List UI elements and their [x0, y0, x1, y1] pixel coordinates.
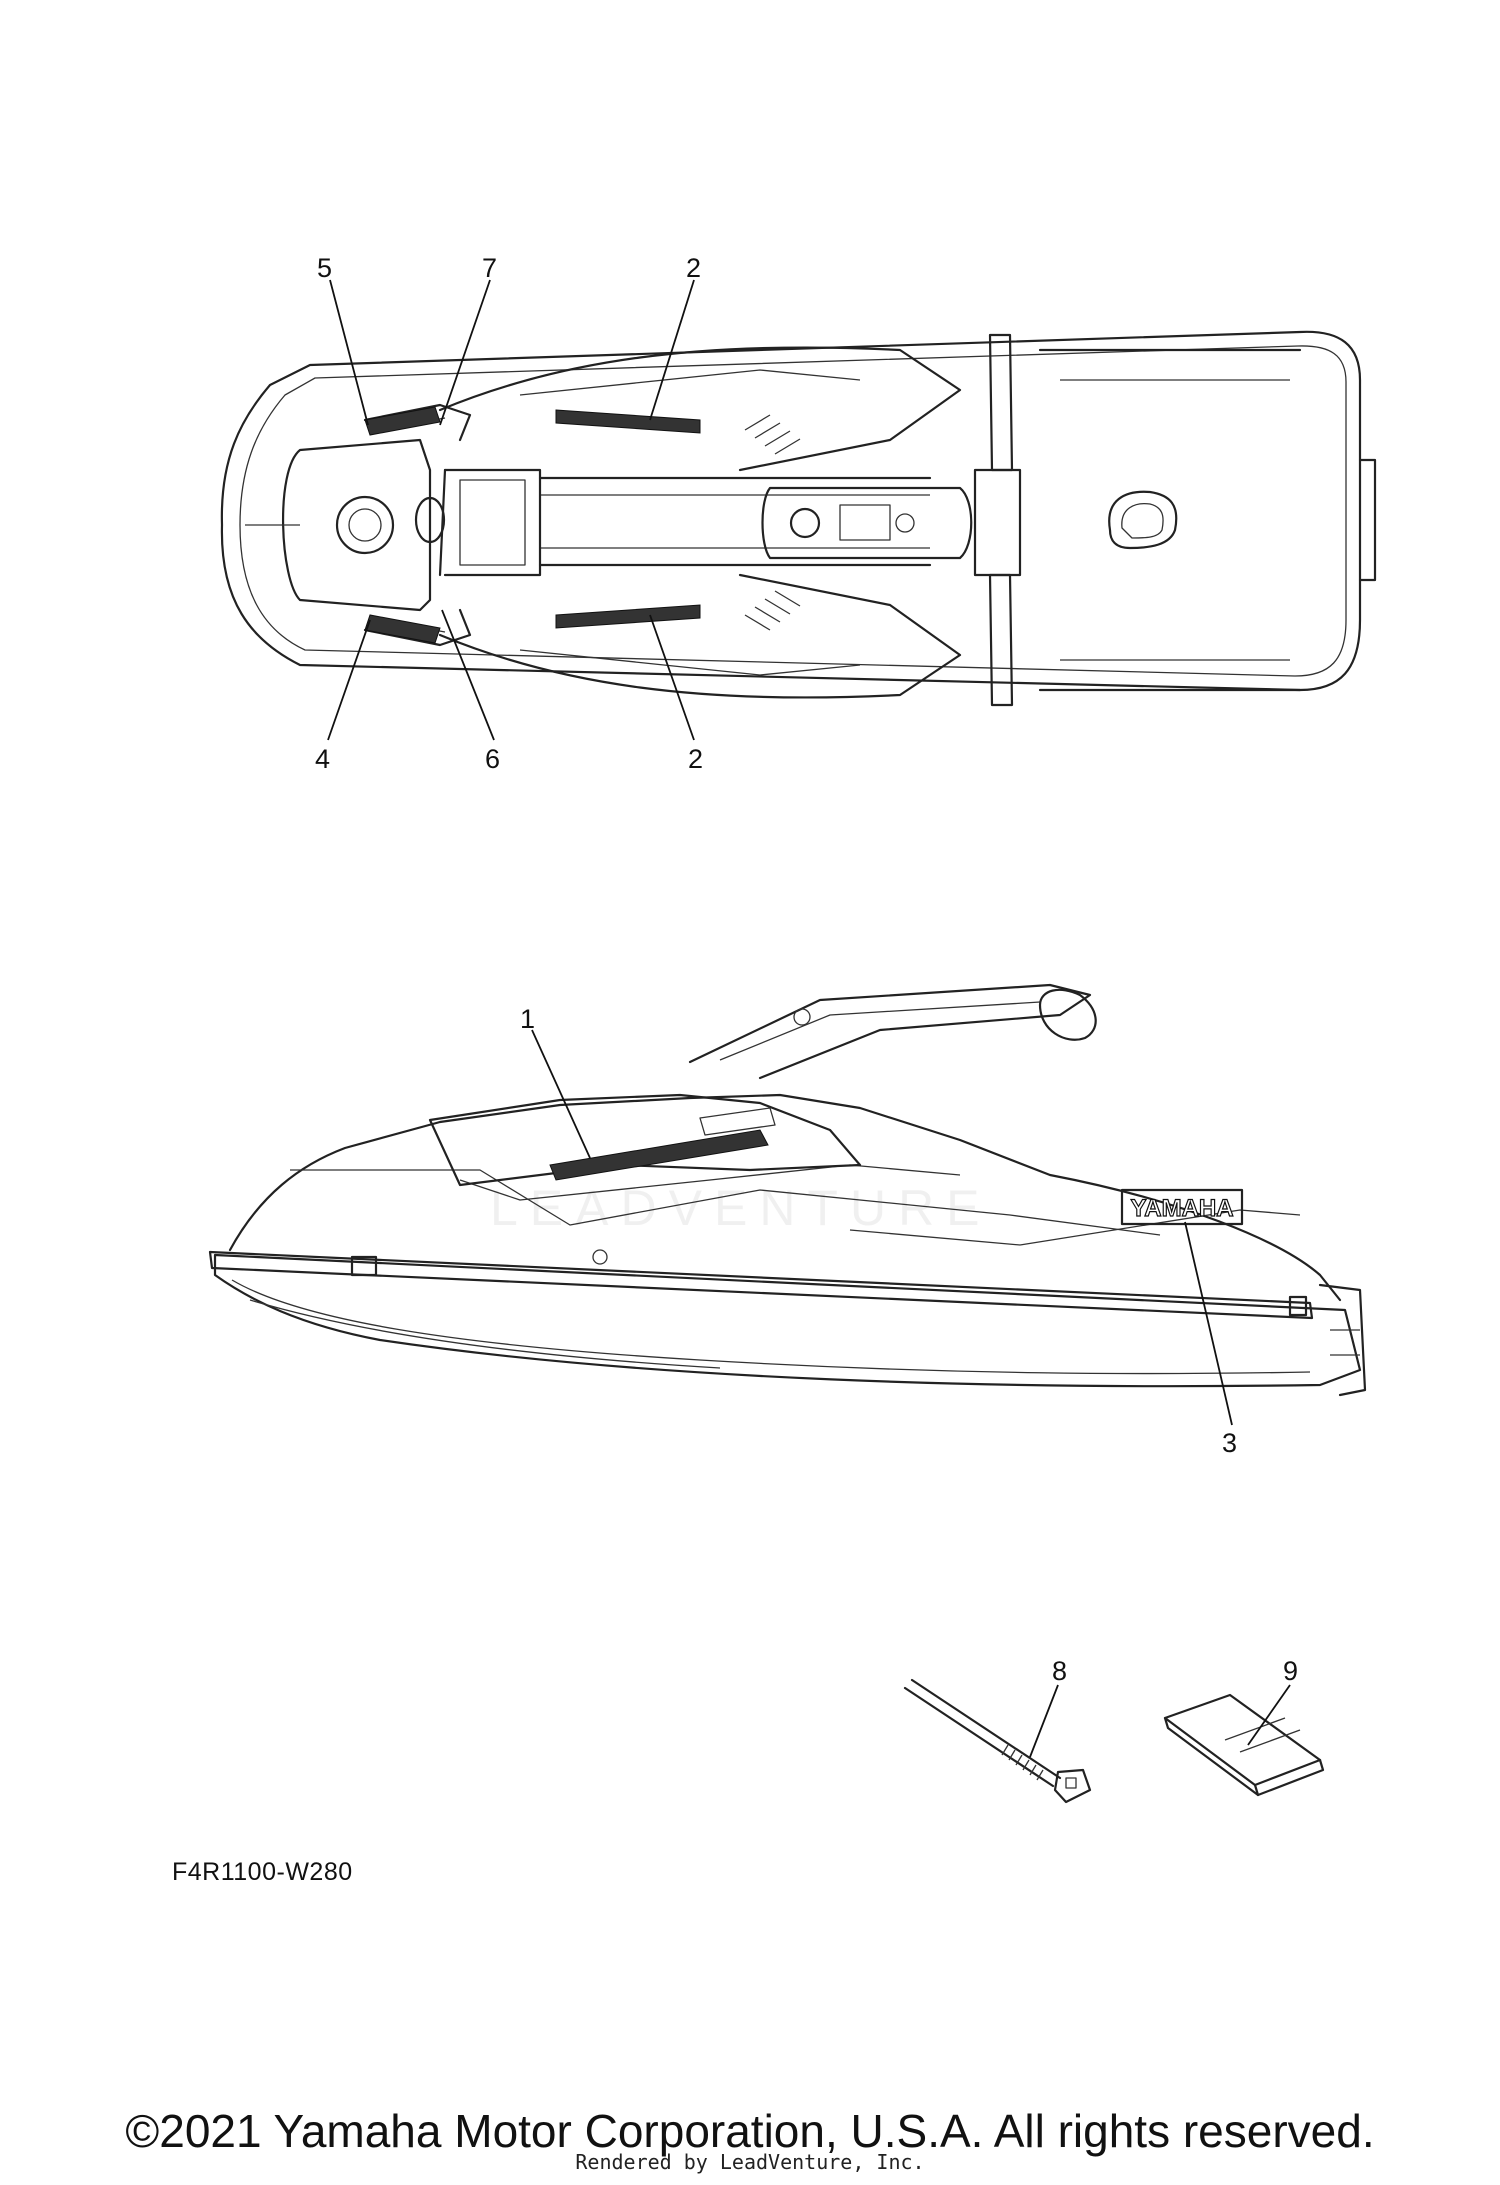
- top-view-watercraft: [220, 330, 1377, 707]
- decal-side-stripe: [549, 1129, 769, 1181]
- side-view-watercraft: YAMAHA: [208, 983, 1367, 1397]
- decal-front-right: [364, 614, 441, 644]
- yamaha-decal-text: YAMAHA: [1130, 1195, 1233, 1222]
- callout-2-lower: 2: [688, 744, 703, 774]
- callout-3: 3: [1222, 1428, 1237, 1458]
- accessory-leaders: [1029, 1684, 1291, 1758]
- callout-7: 7: [482, 253, 497, 283]
- decal-lower-stripe: [555, 604, 701, 629]
- callout-5: 5: [317, 253, 332, 283]
- watermark: LEADVENTURE: [490, 1180, 992, 1236]
- cable-tie-part: [903, 1678, 1092, 1804]
- top-view-leaders: [327, 279, 695, 741]
- rendered-by-credit: Rendered by LeadVenture, Inc.: [575, 2150, 925, 2174]
- callout-8: 8: [1052, 1656, 1067, 1686]
- callout-9: 9: [1283, 1656, 1298, 1686]
- copyright-notice: ©2021 Yamaha Motor Corporation, U.S.A. A…: [125, 2105, 1375, 2157]
- callout-1: 1: [520, 1004, 535, 1034]
- decal-front-left: [364, 406, 441, 436]
- callout-2-upper: 2: [686, 253, 701, 283]
- tape-part: [1163, 1693, 1325, 1797]
- callout-6: 6: [485, 744, 500, 774]
- side-view-leaders: [531, 1029, 1233, 1426]
- decal-upper-stripe: [555, 409, 701, 434]
- diagram-code: F4R1100-W280: [172, 1858, 353, 1886]
- yamaha-decal-box: [1120, 1188, 1244, 1226]
- callout-4: 4: [315, 744, 330, 774]
